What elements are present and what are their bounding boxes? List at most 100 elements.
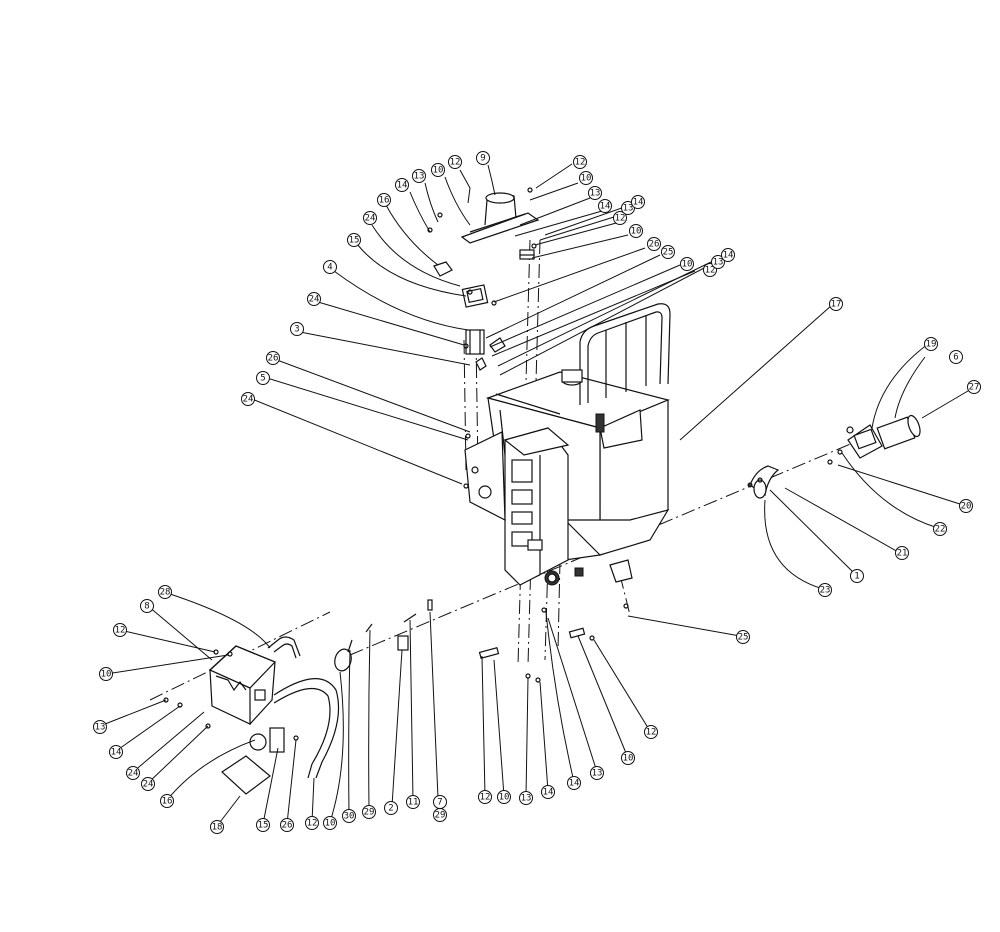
callout-12: 12 [113,623,127,637]
callout-label: 13 [521,794,532,804]
callout-circle [377,193,391,207]
callout-12: 12 [573,155,587,169]
callout-label: 25 [738,633,749,643]
callout-14: 14 [598,199,612,213]
callout-10: 10 [629,224,643,238]
callout-circle [924,337,938,351]
callout-12: 12 [448,155,462,169]
callout-24: 24 [307,292,321,306]
callout-20: 20 [959,499,973,513]
callout-circle [266,351,280,365]
flexible-hose [273,678,340,779]
callout-label: 24 [243,395,254,405]
callout-label: 29 [364,808,375,818]
callout-circle [829,297,843,311]
callout-label: 14 [633,198,644,208]
callout-label: 12 [450,158,461,168]
callout-label: 24 [128,769,139,779]
callout-6: 6 [949,350,963,364]
callout-circle [256,371,270,385]
callout-label: 13 [590,189,601,199]
callout-10: 10 [99,667,113,681]
callout-label: 19 [926,340,937,350]
callout-circle [323,816,337,830]
callout-26: 26 [647,237,661,251]
callout-circle [448,155,462,169]
callout-label: 22 [935,525,946,535]
callout-circle [631,195,645,209]
callout-17: 17 [829,297,843,311]
callout-label: 10 [623,754,634,764]
callout-label: 12 [307,819,318,829]
callout-circle [241,392,255,406]
callout-label: 4 [327,263,332,273]
blower-motor [846,414,921,459]
callout-circle [818,583,832,597]
callout-label: 8 [144,602,149,612]
callout-circle [395,178,409,192]
callout-circle [736,630,750,644]
callout-label: 3 [294,325,299,335]
callout-circle [363,211,377,225]
callout-12: 12 [644,725,658,739]
callout-label: 12 [480,793,491,803]
callout-circle [256,818,270,832]
callout-circle [141,777,155,791]
callout-22: 22 [933,522,947,536]
callout-3: 3 [290,322,304,336]
callout-21: 21 [895,546,909,560]
callout-24: 24 [141,777,155,791]
callout-circle [280,818,294,832]
callout-circle [588,186,602,200]
callout-label: 5 [260,374,265,384]
callout-label: 13 [623,204,634,214]
callout-circle [347,233,361,247]
callout-14: 14 [631,195,645,209]
callout-label: 13 [414,172,425,182]
callout-10: 10 [680,257,694,271]
callout-label: 10 [325,819,336,829]
callout-circle [305,816,319,830]
callout-circle [93,720,107,734]
callout-label: 14 [111,748,122,758]
callout-25: 25 [661,245,675,259]
callout-label: 14 [723,251,734,261]
callout-circle [590,766,604,780]
exhaust-hood [460,192,540,244]
callout-circle [431,163,445,177]
callout-13: 13 [590,766,604,780]
callout-label: 12 [615,214,626,224]
callout-10: 10 [579,171,593,185]
callout-label: 9 [480,154,485,164]
callout-label: 24 [143,780,154,790]
callout-circle [160,794,174,808]
gasket-plate [221,755,271,795]
callout-circle [158,585,172,599]
callout-18: 18 [210,820,224,834]
callout-10: 10 [497,790,511,804]
callout-label: 16 [379,196,390,206]
callout-circle [629,224,643,238]
callout-circle [621,751,635,765]
small-fittings [475,249,535,371]
callout-24: 24 [126,766,140,780]
callout-circle [680,257,694,271]
callout-circle [109,745,123,759]
callout-label: 14 [600,202,611,212]
callout-8: 8 [140,599,154,613]
callout-circle [342,809,356,823]
callout-circle [99,667,113,681]
callout-13: 13 [93,720,107,734]
callout-circle [579,171,593,185]
callout-24: 24 [363,211,377,225]
callout-circle [519,791,533,805]
callout-label: 10 [581,174,592,184]
callout-label: 25 [663,248,674,258]
callout-label: 2 [388,804,393,814]
flange-plate [747,465,780,499]
callout-label: 26 [282,821,293,831]
callout-label: 10 [101,670,112,680]
callout-circle [307,292,321,306]
callout-label: 12 [575,158,586,168]
callout-10: 10 [323,816,337,830]
